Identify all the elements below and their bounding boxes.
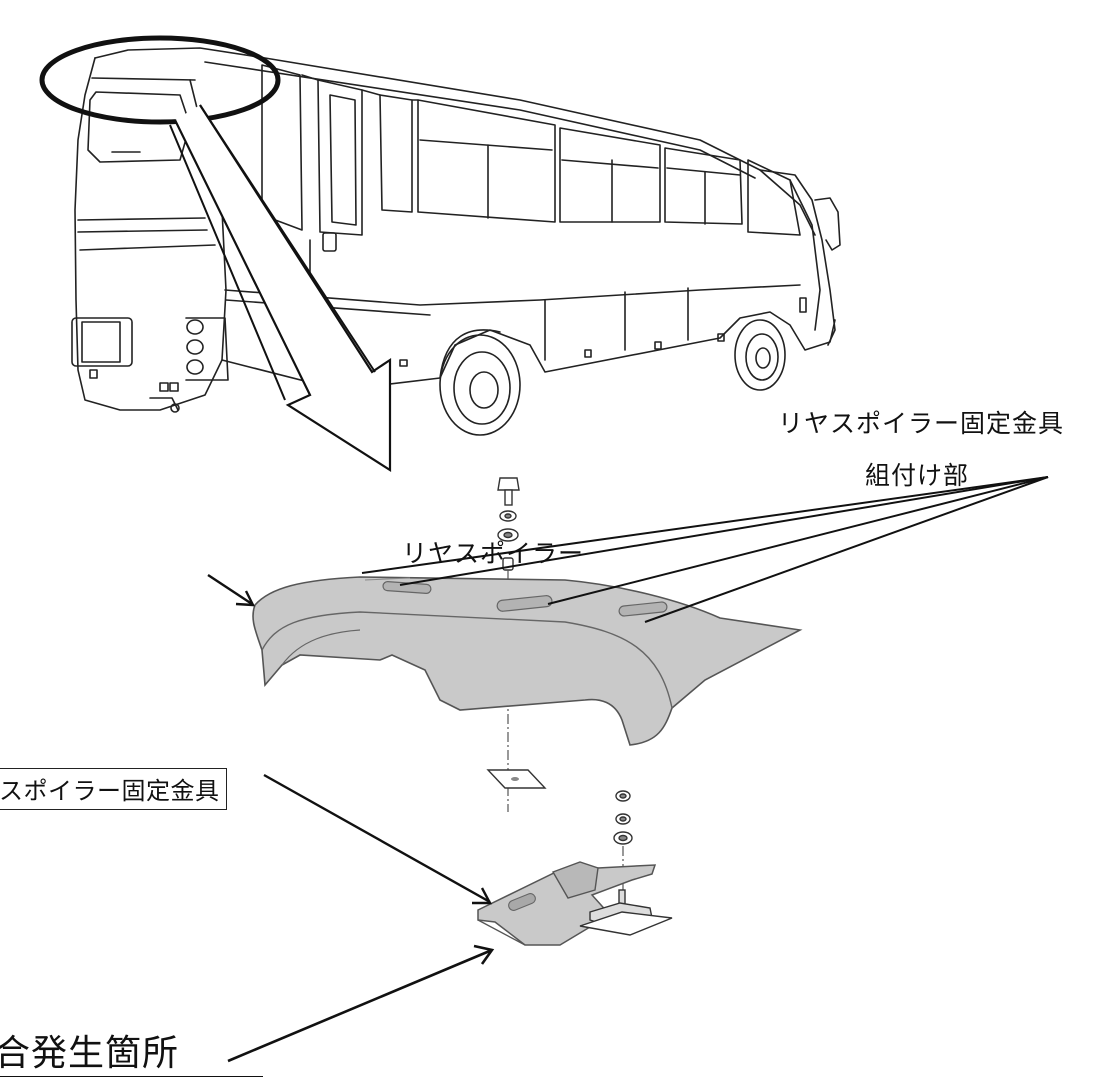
label-spoiler-bracket: スポイラー固定金具 (0, 768, 227, 810)
mount-base (579, 889, 673, 936)
bolt-stack (497, 477, 520, 571)
label-rear-spoiler: リヤスポイラー (402, 539, 585, 568)
label-bracket-mount: リヤスポイラー固定金具 (778, 409, 1065, 438)
defect-arrow (227, 944, 495, 1063)
nut-stack (613, 790, 633, 845)
spoiler-arrow (207, 573, 256, 607)
rear-spoiler-part (252, 576, 803, 746)
bus-illustration (71, 47, 841, 436)
bus-side-bottom (221, 311, 836, 391)
bus-side-hatch (322, 232, 337, 252)
bracket-part (477, 861, 657, 946)
mount-pointer-lines (361, 476, 1049, 623)
label-defect-location: 合発生箇所 (0, 1024, 264, 1077)
zoom-arrow (174, 104, 392, 473)
highlight-ellipse (39, 35, 281, 125)
bus-front (759, 169, 836, 346)
bracket-arrow (263, 773, 492, 905)
bus-mirror (814, 197, 841, 251)
bus-rear-wheel (439, 329, 521, 436)
bus-roof (94, 47, 816, 236)
bus-tail-lamps (185, 317, 229, 381)
bus-side-windows (261, 64, 303, 231)
bus-license-plate (81, 321, 121, 363)
bus-front-wheel (734, 319, 786, 391)
label-bracket-mount-sub: 組付け部 (865, 461, 970, 490)
